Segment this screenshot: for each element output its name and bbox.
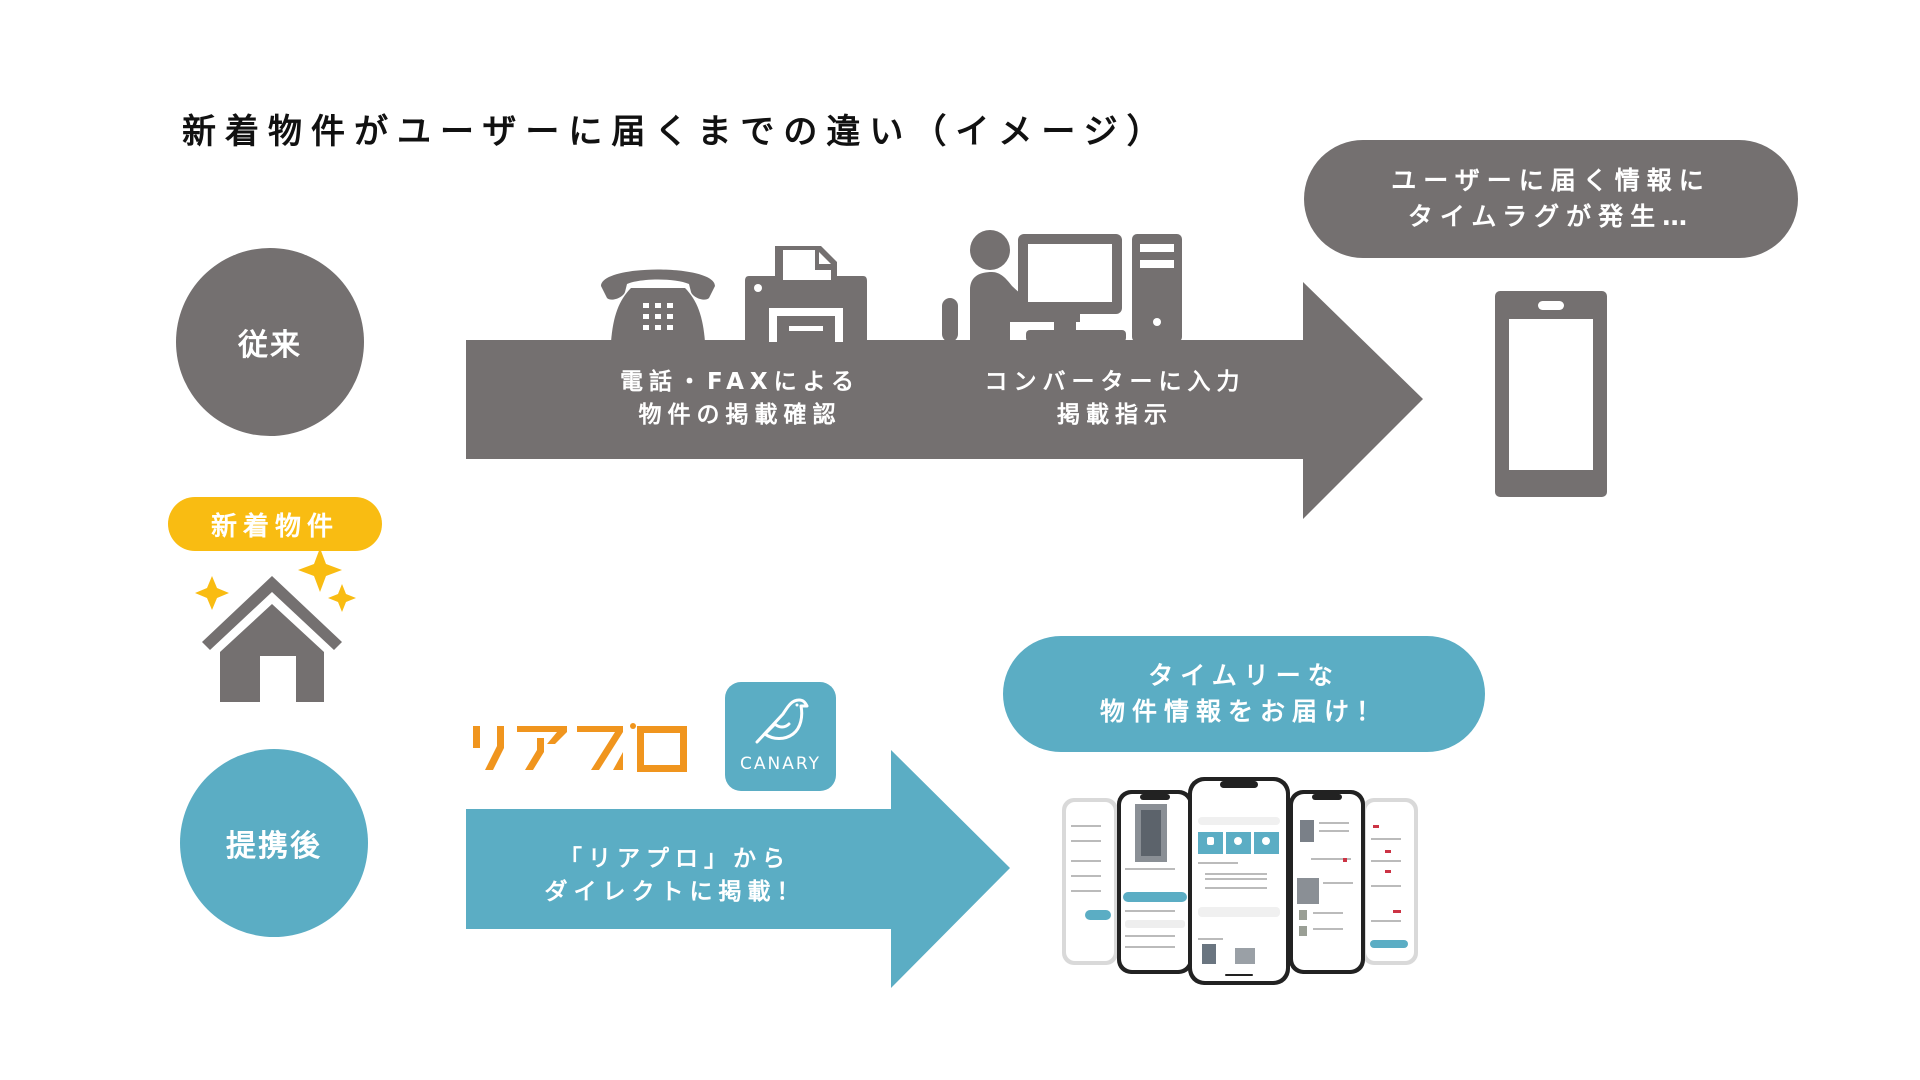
house-with-sparkles-icon: [195, 548, 356, 702]
before-label: 従来: [238, 328, 302, 363]
before-step2-text: コンバーターに入力 掲載指示: [950, 366, 1280, 432]
reapro-logo: [473, 723, 687, 772]
app-screen-phone: [1062, 798, 1118, 965]
telephone-icon: [601, 269, 715, 342]
before-result-callout: ユーザーに届く情報に タイムラグが発生…: [1304, 140, 1798, 258]
canary-label: CANARY: [740, 754, 821, 774]
before-step1-text: 電話・FAXによる 物件の掲載確認: [560, 366, 920, 432]
person-at-computer-icon: [942, 230, 1182, 342]
after-step-line2: ダイレクトに掲載！: [544, 879, 806, 905]
app-screen-phone: [1362, 798, 1418, 965]
before-step1-line1: 電話・FAXによる: [620, 369, 860, 395]
new-property-badge: 新着物件: [168, 497, 382, 551]
before-callout-line1: ユーザーに届く情報に: [1391, 166, 1711, 195]
app-screen-phone: [1188, 777, 1290, 985]
after-callout-line1: タイムリーな: [1148, 661, 1340, 690]
app-screen-phone: [1117, 790, 1193, 974]
after-step-line1: 「リアプロ」から: [559, 846, 791, 872]
before-step2-line2: 掲載指示: [1057, 402, 1173, 428]
after-label-circle: 提携後: [180, 749, 368, 937]
fax-icon: [745, 246, 867, 342]
app-screen-phone: [1289, 790, 1365, 974]
after-callout-line2: 物件情報をお届け！: [1099, 697, 1388, 726]
before-step1-line2: 物件の掲載確認: [638, 402, 842, 428]
smartphone-icon: [1495, 291, 1607, 497]
canary-app-icon: CANARY: [725, 682, 836, 791]
after-label: 提携後: [226, 829, 322, 864]
after-result-callout: タイムリーな 物件情報をお届け！: [1003, 636, 1485, 752]
after-step-text: 「リアプロ」から ダイレクトに掲載！: [500, 843, 850, 909]
before-label-circle: 従来: [176, 248, 364, 436]
page-title: 新着物件がユーザーに届くまでの違い（イメージ）: [182, 112, 1170, 152]
canary-app-screens: [1062, 777, 1418, 985]
before-step2-line1: コンバーターに入力: [984, 369, 1246, 395]
new-property-badge-label: 新着物件: [210, 511, 339, 542]
canary-bird-icon: [755, 698, 809, 744]
before-callout-line2: タイムラグが発生…: [1407, 202, 1695, 231]
